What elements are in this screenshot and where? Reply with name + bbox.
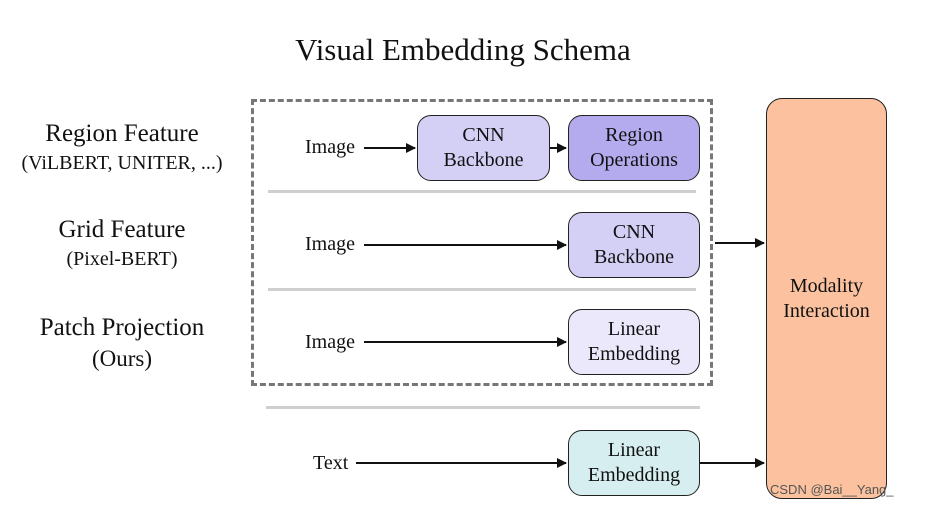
- box-line: Backbone: [443, 149, 524, 171]
- box-line: Embedding: [587, 343, 681, 365]
- box-line: CNN: [612, 221, 656, 243]
- source-label-image: Image: [305, 331, 355, 353]
- diagram-title: Visual Embedding Schema: [295, 32, 631, 67]
- watermark: CSDN @Bai__Yang_: [770, 482, 894, 497]
- cnn-backbone-box: CNN Backbone: [417, 115, 550, 181]
- row-sublabel-region-feature: (ViLBERT, UNITER, ...): [21, 152, 223, 174]
- box-line: CNN: [462, 124, 505, 146]
- box-line: Embedding: [587, 464, 681, 486]
- row-sublabel-patch-projection: (Ours): [91, 346, 153, 371]
- box-line: Operations: [590, 149, 678, 171]
- source-label-image: Image: [305, 233, 355, 255]
- cnn-backbone-box: CNN Backbone: [568, 212, 700, 278]
- source-label-text: Text: [313, 452, 349, 474]
- visual-embedding-group: [251, 99, 713, 386]
- box-line: Backbone: [594, 246, 674, 268]
- row-label-patch-projection: Patch Projection: [39, 314, 205, 341]
- row-divider: [268, 288, 696, 291]
- box-line: Linear: [607, 439, 661, 461]
- row-label-grid-feature: Grid Feature: [58, 216, 186, 243]
- section-divider: [266, 406, 700, 409]
- row-divider: [268, 190, 696, 193]
- box-line: Interaction: [783, 299, 870, 322]
- row-sublabel-grid-feature: (Pixel-BERT): [66, 248, 178, 270]
- row-label-region-feature: Region Feature: [45, 120, 199, 147]
- source-label-image: Image: [305, 136, 355, 158]
- box-line: Modality: [789, 274, 864, 297]
- box-line: Linear: [607, 318, 661, 340]
- box-line: Region: [605, 124, 663, 146]
